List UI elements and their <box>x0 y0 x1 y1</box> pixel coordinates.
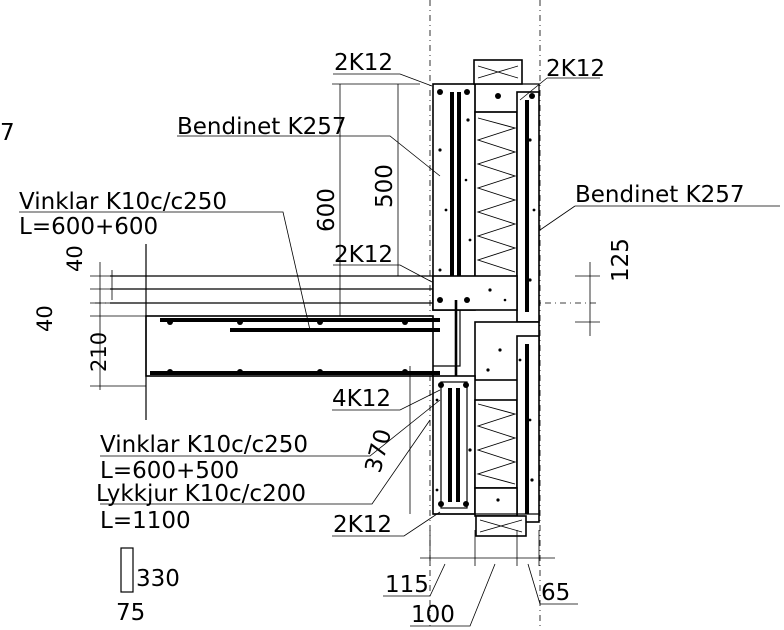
upper-wall-outer-leaf <box>473 59 540 323</box>
dim-210: 210 <box>87 332 111 372</box>
upper-wall-inner-leaf <box>432 83 476 311</box>
lower-wall-inner-leaf <box>432 375 476 515</box>
label-fragment-7: 7 <box>0 120 15 146</box>
dim-65: 65 <box>541 580 570 606</box>
rebar-detail-rectangle <box>120 547 134 593</box>
dim-600: 600 <box>314 188 340 232</box>
dim-lines-vertical <box>90 83 600 514</box>
label-2k12-top-left: 2K12 <box>334 50 393 76</box>
dim-330: 330 <box>136 566 180 592</box>
dim-lines-horizontal <box>420 530 555 566</box>
dim-40-a: 40 <box>63 245 87 272</box>
lower-wall-outer-leaf <box>433 335 540 537</box>
dim-500: 500 <box>372 164 398 208</box>
dim-100: 100 <box>411 602 455 628</box>
slab-rebar-sections <box>167 89 535 507</box>
label-bendinet-right: Bendinet K257 <box>575 182 745 208</box>
floor-slab <box>110 244 440 420</box>
label-4k12: 4K12 <box>332 386 391 412</box>
label-2k12-top-right: 2K12 <box>546 56 605 82</box>
dim-370: 370 <box>361 426 397 475</box>
label-vinklar-top-line2: L=600+600 <box>19 214 158 240</box>
concrete-aggregate <box>435 118 536 502</box>
label-lykkjur-line2: L=1100 <box>100 508 191 534</box>
label-vinklar-top-line1: Vinklar K10c/c250 <box>19 189 227 215</box>
label-vinklar-bottom-line2: L=600+500 <box>100 458 239 484</box>
dim-40-b: 40 <box>33 305 57 332</box>
dim-125: 125 <box>608 238 634 282</box>
dim-75: 75 <box>116 600 145 626</box>
label-lykkjur-line1: Lykkjur K10c/c200 <box>96 481 306 507</box>
lower-wall-insulation <box>474 399 518 489</box>
upper-wall-insulation <box>474 111 518 278</box>
label-2k12-bottom: 2K12 <box>333 512 392 538</box>
dim-115: 115 <box>385 572 429 598</box>
label-2k12-mid: 2K12 <box>334 242 393 268</box>
label-vinklar-bottom-line1: Vinklar K10c/c250 <box>100 432 308 458</box>
leader-lines <box>19 73 780 627</box>
label-bendinet-left: Bendinet K257 <box>177 114 347 140</box>
